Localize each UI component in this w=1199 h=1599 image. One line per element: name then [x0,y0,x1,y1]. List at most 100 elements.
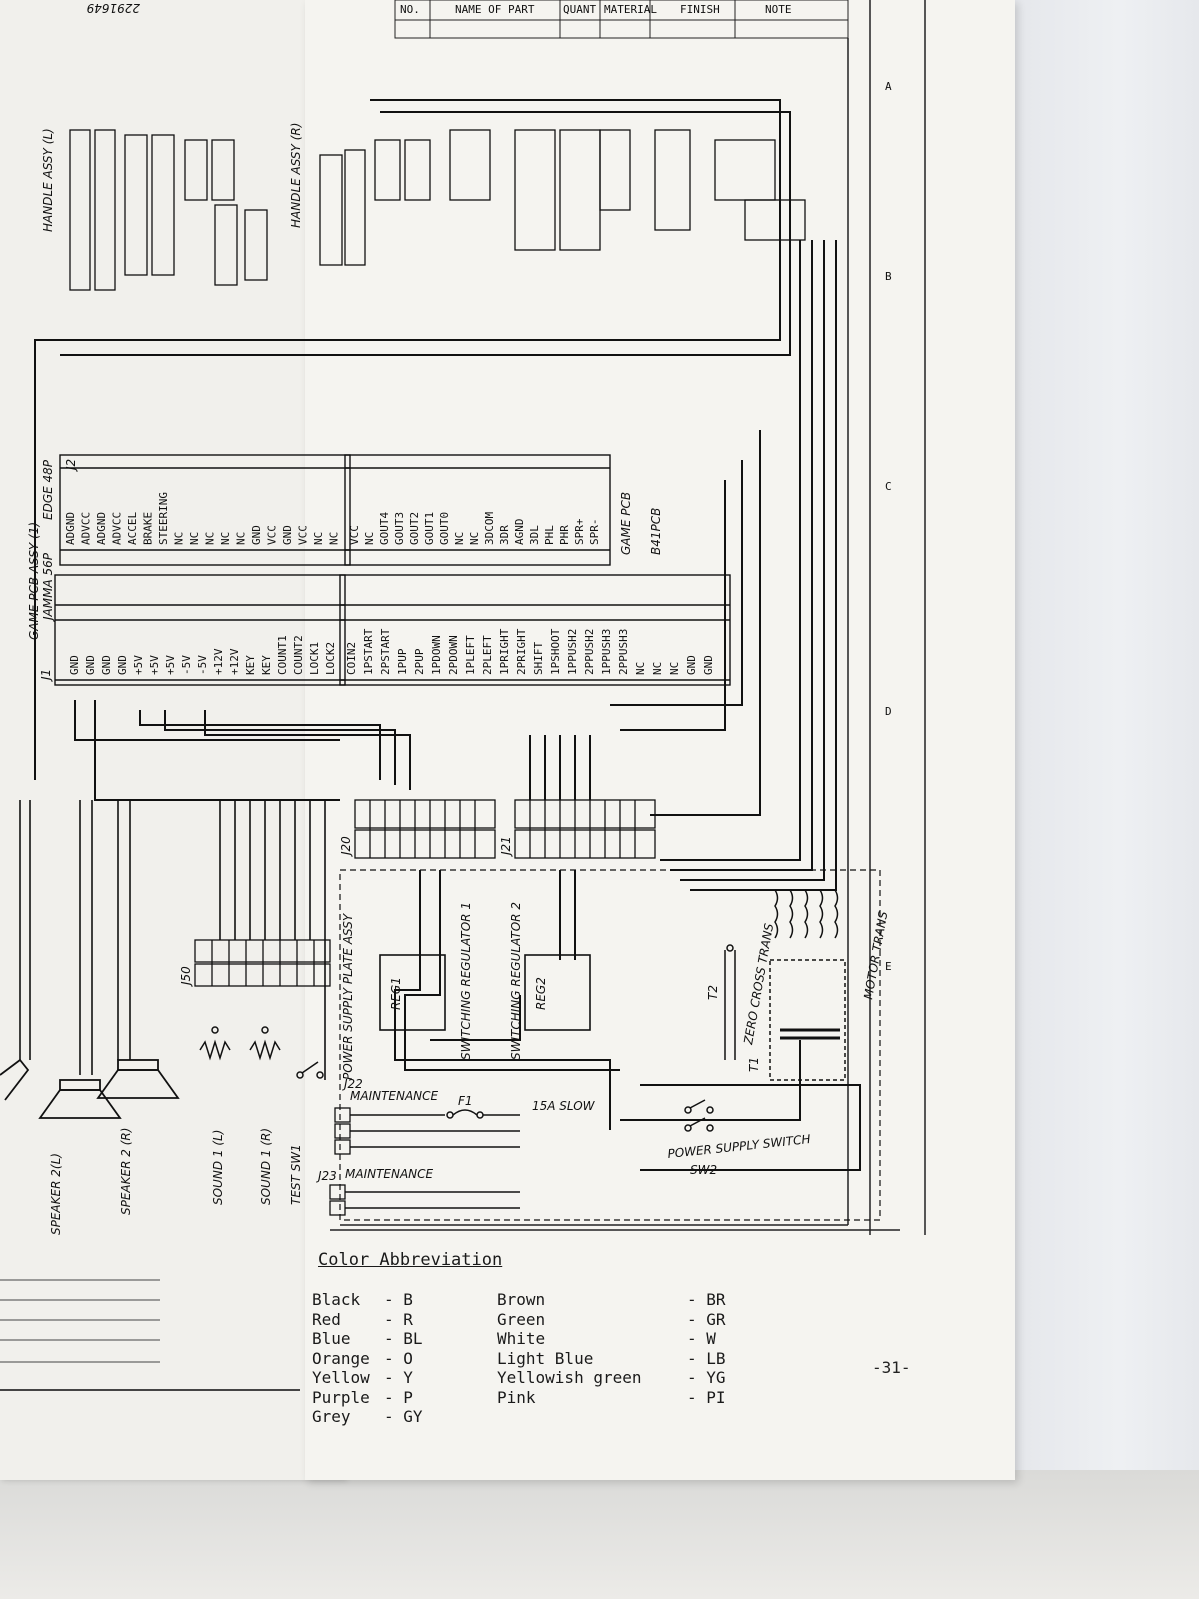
legend-color-name: Brown [497,1290,546,1309]
diagram-labels: GAME PCB ASSY (1) JAMMA 56P EDGE 48P HAN… [27,123,891,1235]
jamma-pin: LOCK1 [308,642,321,675]
jamma-pin: GND [100,655,113,675]
jamma-pin: COUNT2 [292,635,305,675]
legend-color-name: Pink [497,1387,536,1407]
label-handle-l: HANDLE ASSY (L) [41,128,55,232]
legend-color-name: Yellow [312,1368,370,1387]
label-test-sw: TEST SW1 [289,1144,303,1205]
jamma-pin: -5V [196,655,209,675]
lower-right-pin: SPR+ [573,518,586,545]
label-edge: EDGE 48P [41,459,55,520]
connector-j50 [194,939,331,987]
parts-table-header [394,0,849,39]
grid-letter: D [885,705,892,718]
label-speaker-l: SPEAKER 2(L) [49,1153,63,1235]
jamma-pin: GND [68,655,81,675]
label-reg2: REG2 [534,977,548,1010]
edge-pin: NC [328,532,341,545]
legend-entry: Light Blue- LB [497,1349,726,1368]
lower-left-pin: 2PPUSH3 [617,629,630,675]
lower-right-pin: NC [468,532,481,545]
lower-right-pin: GOUT4 [378,512,391,545]
label-jamma: JAMMA 56P [41,552,55,622]
legend-color-code: - PI [687,1387,726,1407]
legend-color-code: - O [384,1348,413,1368]
grid-letter: A [885,80,892,93]
handle-assy-l-connectors [69,129,268,291]
label-reg1: REG1 [389,977,403,1010]
edge-pin: BRAKE [142,512,155,545]
power-switch-icon [684,1099,714,1132]
label-j20: J20 [339,836,353,857]
label-j21: J21 [499,836,513,857]
label-game-pcb-assy: GAME PCB ASSY (1) [27,522,41,640]
legend-color-name: Yellowish green [497,1368,642,1387]
lower-left-pin: 2PDOWN [447,635,460,675]
regulator-2 [524,954,591,1031]
legend-color-name: Purple [312,1387,370,1407]
header-column: NOTE [765,3,792,16]
handle-assy-r-connectors [319,139,431,266]
jamma-pin: LOCK2 [324,642,337,675]
speaker-l-icon [38,1079,122,1119]
label-power-assy: POWER SUPPLY PLATE ASSY [341,912,355,1080]
lower-right-pin: AGND [513,519,526,546]
lower-left-pin: 1PUP [396,648,409,675]
background-blueprint [1000,0,1199,1480]
label-fuse-rating: 15A SLOW [532,1099,596,1113]
connector-j22 [334,1107,351,1155]
edge-pin: NC [204,532,217,545]
legend-entry: Grey- GY [312,1407,423,1426]
legend-entry: Blue- BL [312,1329,423,1348]
maintenance-wires [345,1114,520,1209]
power-plate-boundary [339,869,881,1221]
jamma-pin: +12V [228,648,241,675]
legend-entry: Orange- O [312,1349,413,1368]
legend-color-name: Grey [312,1407,351,1426]
jamma-pin: GND [116,655,129,675]
legend-entry: Black- B [312,1290,413,1309]
lower-left-pin: 1PPUSH2 [566,629,579,675]
header-column: FINISH [680,3,720,16]
transformer-motor-icon [769,889,846,1081]
lower-left-pin: 2PPUSH2 [583,629,596,675]
edge-pin: GND [281,525,294,545]
fuse-icon [446,1109,520,1119]
label-j1: J1 [39,669,53,682]
grid-letter: B [885,270,892,283]
lower-right-pin: NC [453,532,466,545]
header-column: MATERIAL [604,3,657,16]
left-page-lines [0,1279,300,1391]
lower-right-pin: GOUT3 [393,512,406,545]
legend-color-name: Red [312,1309,341,1329]
header-column: QUANT [563,3,596,16]
edge-pin: STEERING [157,492,170,545]
label-maintenance-2: MAINTENANCE [345,1167,434,1181]
edge-pin: NC [312,532,325,545]
label-t1: T1 [747,1057,761,1072]
label-handle-r: HANDLE ASSY (R) [289,123,303,228]
lower-left-pin: NC [634,662,647,675]
edge-pin: NC [219,532,232,545]
speaker-edge-icon [0,1058,30,1101]
label-motor-trans: MOTOR TRANS [861,910,890,1001]
legend-color-code: - R [384,1309,413,1329]
lower-right-pin: 3DL [528,525,541,545]
connector-j23 [329,1184,346,1216]
edge-pin: NC [235,532,248,545]
label-sw2: SW2 [690,1163,717,1177]
doc-number: 2291649 [87,1,140,15]
label-j2: J2 [64,459,78,472]
drawing-frame [330,0,926,1235]
legend-entry: Yellowish green- YG [497,1368,726,1387]
label-game-pcb: GAME PCB [619,492,633,555]
edge-connector-j2 [59,454,351,566]
label-speaker-r: SPEAKER 2 (R) [119,1128,133,1215]
jamma-pin: -5V [180,655,193,675]
legend-color-code: - W [687,1329,716,1348]
legend-color-code: - B [384,1290,413,1309]
